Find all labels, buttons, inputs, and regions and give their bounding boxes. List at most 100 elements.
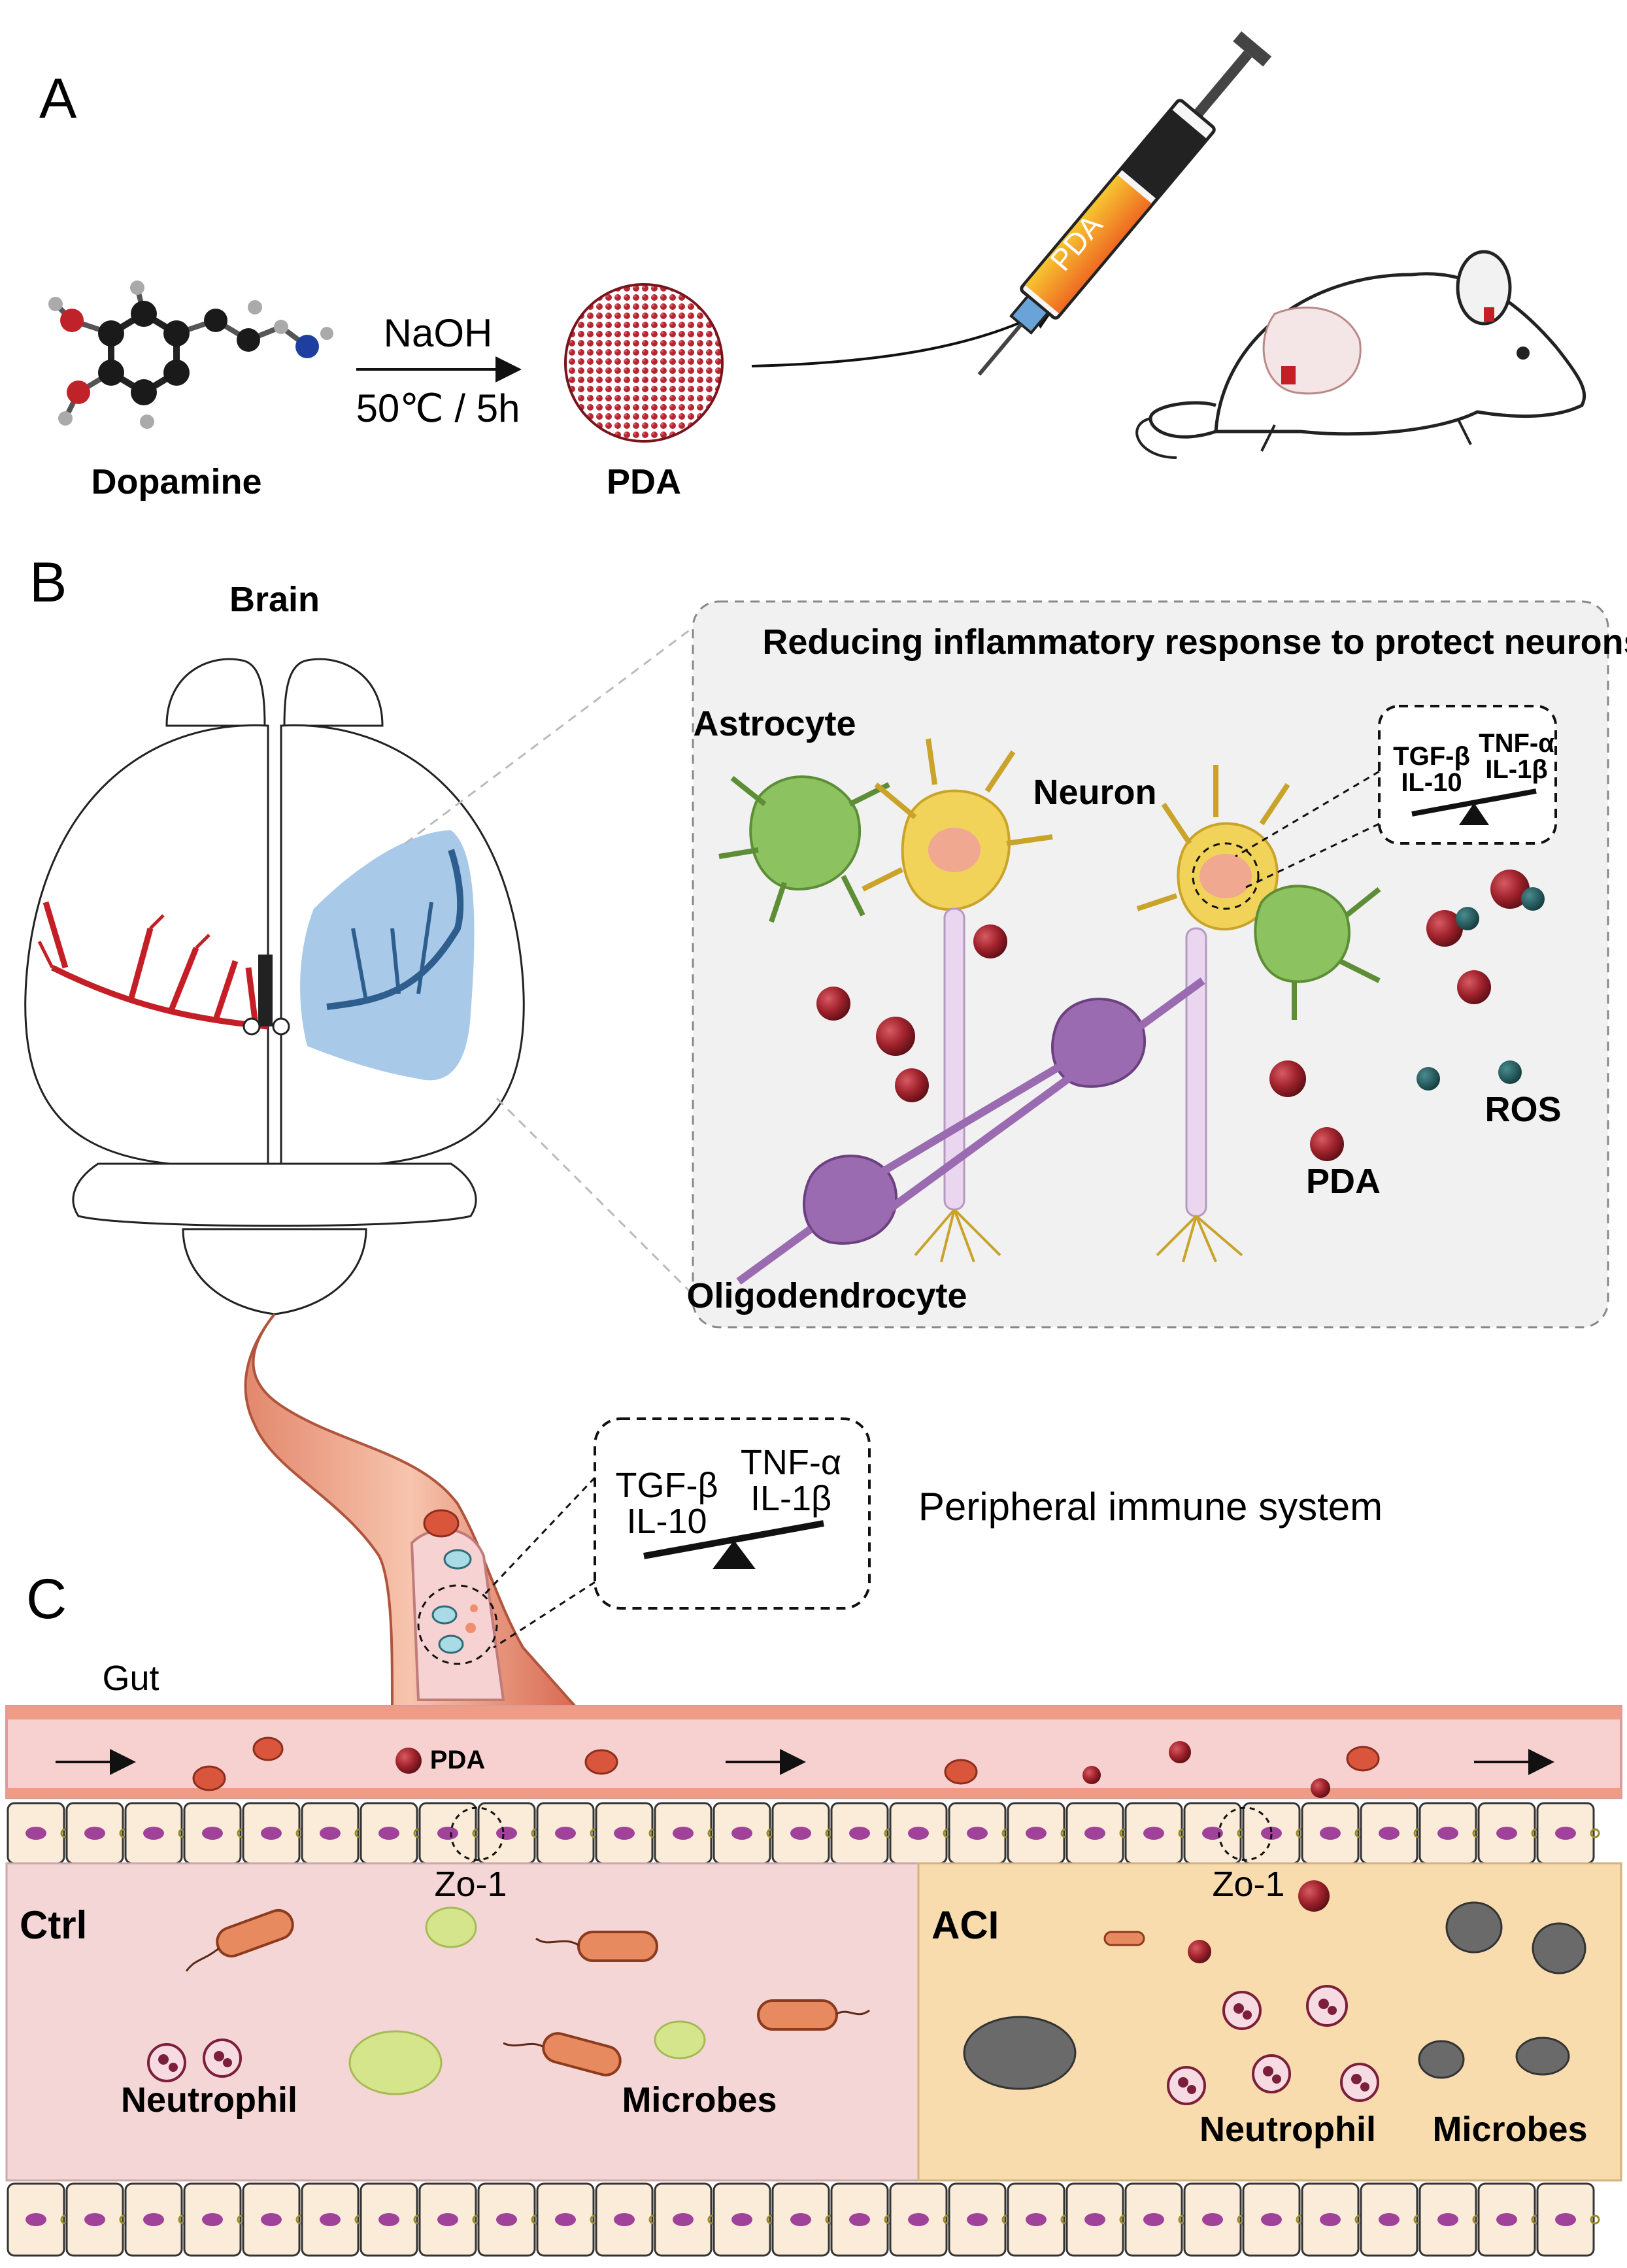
blood-vessel-stalk bbox=[244, 1313, 579, 1708]
cell-nucleus bbox=[261, 2213, 282, 2226]
cell-nucleus bbox=[143, 1827, 164, 1840]
zo1-highlight-left bbox=[450, 1806, 505, 1861]
syringe: PDA bbox=[977, 31, 1272, 376]
zo1-label-left: Zo-1 bbox=[434, 1865, 507, 1904]
brain-diagram bbox=[24, 658, 525, 1315]
pda-nanoparticle bbox=[564, 283, 724, 443]
cell-nucleus bbox=[967, 1827, 988, 1840]
astrocyte-label: Astrocyte bbox=[693, 704, 856, 743]
cell-nucleus bbox=[1084, 1827, 1105, 1840]
cell-nucleus bbox=[1143, 1827, 1164, 1840]
cell-nucleus bbox=[1437, 2213, 1458, 2226]
gut-wall-top bbox=[7, 1706, 1621, 1719]
ctrl-neutrophils bbox=[147, 2039, 242, 2082]
cell-nucleus bbox=[673, 1827, 694, 1840]
reagent-conditions: 50℃ / 5h bbox=[356, 386, 520, 430]
neuron-highlight-circle bbox=[1192, 842, 1260, 910]
cell-nucleus bbox=[25, 2213, 46, 2226]
peripheral-balance-box bbox=[594, 1417, 871, 1610]
tight-junction bbox=[1590, 2214, 1600, 2225]
cell-nucleus bbox=[790, 1827, 811, 1840]
aci-pda-particles bbox=[1188, 1880, 1330, 1963]
brain-balance-right-top: TNF-α bbox=[1479, 729, 1554, 758]
ctrl-microbes bbox=[185, 1906, 870, 2095]
dopamine-label: Dopamine bbox=[91, 462, 261, 501]
cell-nucleus bbox=[908, 1827, 929, 1840]
dopamine-molecule bbox=[48, 280, 333, 429]
aci-label: ACI bbox=[931, 1903, 999, 1947]
mouse bbox=[1135, 250, 1586, 459]
panel-c-label: C bbox=[26, 1568, 67, 1631]
brain-balance-pointer-1 bbox=[1235, 770, 1380, 858]
cell-nucleus bbox=[1320, 1827, 1341, 1840]
cell-nucleus bbox=[1202, 1827, 1223, 1840]
brain-balance-left-bottom: IL-10 bbox=[1401, 768, 1462, 797]
cell-nucleus bbox=[555, 2213, 576, 2226]
immune-cell bbox=[443, 1549, 472, 1570]
immune-cell-3 bbox=[438, 1634, 464, 1654]
brain-balance-box bbox=[1378, 705, 1557, 845]
reagent-naoh: NaOH bbox=[384, 311, 493, 355]
peripheral-balance-right-bottom: IL-1β bbox=[750, 1479, 831, 1518]
aci-neutrophil-label: Neutrophil bbox=[1199, 2110, 1376, 2149]
pda-label-a: PDA bbox=[607, 462, 681, 501]
ros-label: ROS bbox=[1484, 1090, 1561, 1129]
brain-balance-pointer-2 bbox=[1241, 822, 1380, 890]
peripheral-balance-fulcrum bbox=[713, 1540, 756, 1569]
brain-balance-fulcrum bbox=[1459, 803, 1489, 825]
gut-label: Gut bbox=[102, 1659, 159, 1698]
astrocyte-cell bbox=[718, 775, 890, 923]
cell-nucleus bbox=[84, 2213, 105, 2226]
cell-nucleus bbox=[143, 2213, 164, 2226]
ctrl-microbes-label: Microbes bbox=[622, 2080, 777, 2120]
peripheral-balance-beam bbox=[643, 1520, 824, 1559]
aci-neutrophils bbox=[1167, 1985, 1379, 2105]
axon-terminals bbox=[914, 1208, 1243, 1262]
ros-particles-brain bbox=[1417, 887, 1545, 1091]
cell-nucleus bbox=[1261, 1827, 1282, 1840]
panel-b-label: B bbox=[29, 551, 67, 614]
zo1-highlight-right bbox=[1218, 1806, 1273, 1861]
red-blood-cell bbox=[423, 1509, 460, 1538]
tight-junction bbox=[1590, 1828, 1600, 1838]
oligodendrocyte-label: Oligodendrocyte bbox=[686, 1276, 967, 1315]
gut-wall-bottom bbox=[7, 1788, 1621, 1798]
cell-nucleus bbox=[84, 1827, 105, 1840]
pda-particles-brain bbox=[816, 870, 1530, 1161]
cell-nucleus bbox=[1496, 2213, 1517, 2226]
zoom-line-bottom bbox=[495, 1097, 694, 1296]
neuron-cell-right bbox=[1136, 765, 1290, 1217]
cell-nucleus bbox=[673, 2213, 694, 2226]
cell-nucleus bbox=[731, 2213, 752, 2226]
cell-nucleus bbox=[1437, 1827, 1458, 1840]
cell-nucleus bbox=[731, 1827, 752, 1840]
cell-nucleus bbox=[261, 1827, 282, 1840]
oligodendrocyte-cells bbox=[736, 977, 1205, 1285]
cell-nucleus bbox=[1261, 2213, 1282, 2226]
ctrl-label: Ctrl bbox=[20, 1903, 87, 1947]
cell-nucleus bbox=[1026, 1827, 1047, 1840]
cell-nucleus bbox=[378, 2213, 399, 2226]
epithelium-bottom bbox=[7, 2182, 1600, 2257]
astrocyte-cell-right bbox=[1254, 885, 1381, 1020]
brain-balance-left-top: TGF-β bbox=[1393, 742, 1470, 771]
cell-nucleus bbox=[496, 1827, 517, 1840]
zoom-line-top bbox=[405, 626, 694, 845]
cytokine-dot bbox=[465, 1623, 476, 1633]
cell-nucleus bbox=[908, 2213, 929, 2226]
immune-cell-2 bbox=[431, 1605, 458, 1625]
cell-nucleus bbox=[614, 2213, 635, 2226]
gut-lumen bbox=[5, 1705, 1622, 1799]
cytokine-dot-2 bbox=[470, 1604, 478, 1612]
cell-nucleus bbox=[1555, 1827, 1576, 1840]
injection-arrow bbox=[751, 305, 1058, 367]
cell-nucleus bbox=[1143, 2213, 1164, 2226]
peripheral-balance-left-top: TGF-β bbox=[615, 1466, 718, 1505]
gut-blood-cells bbox=[192, 1736, 1380, 1791]
cell-nucleus bbox=[849, 2213, 870, 2226]
peripheral-balance-left-bottom: IL-10 bbox=[626, 1502, 707, 1541]
cell-nucleus bbox=[614, 1827, 635, 1840]
cell-nucleus bbox=[1202, 2213, 1223, 2226]
cell-nucleus bbox=[202, 2213, 223, 2226]
